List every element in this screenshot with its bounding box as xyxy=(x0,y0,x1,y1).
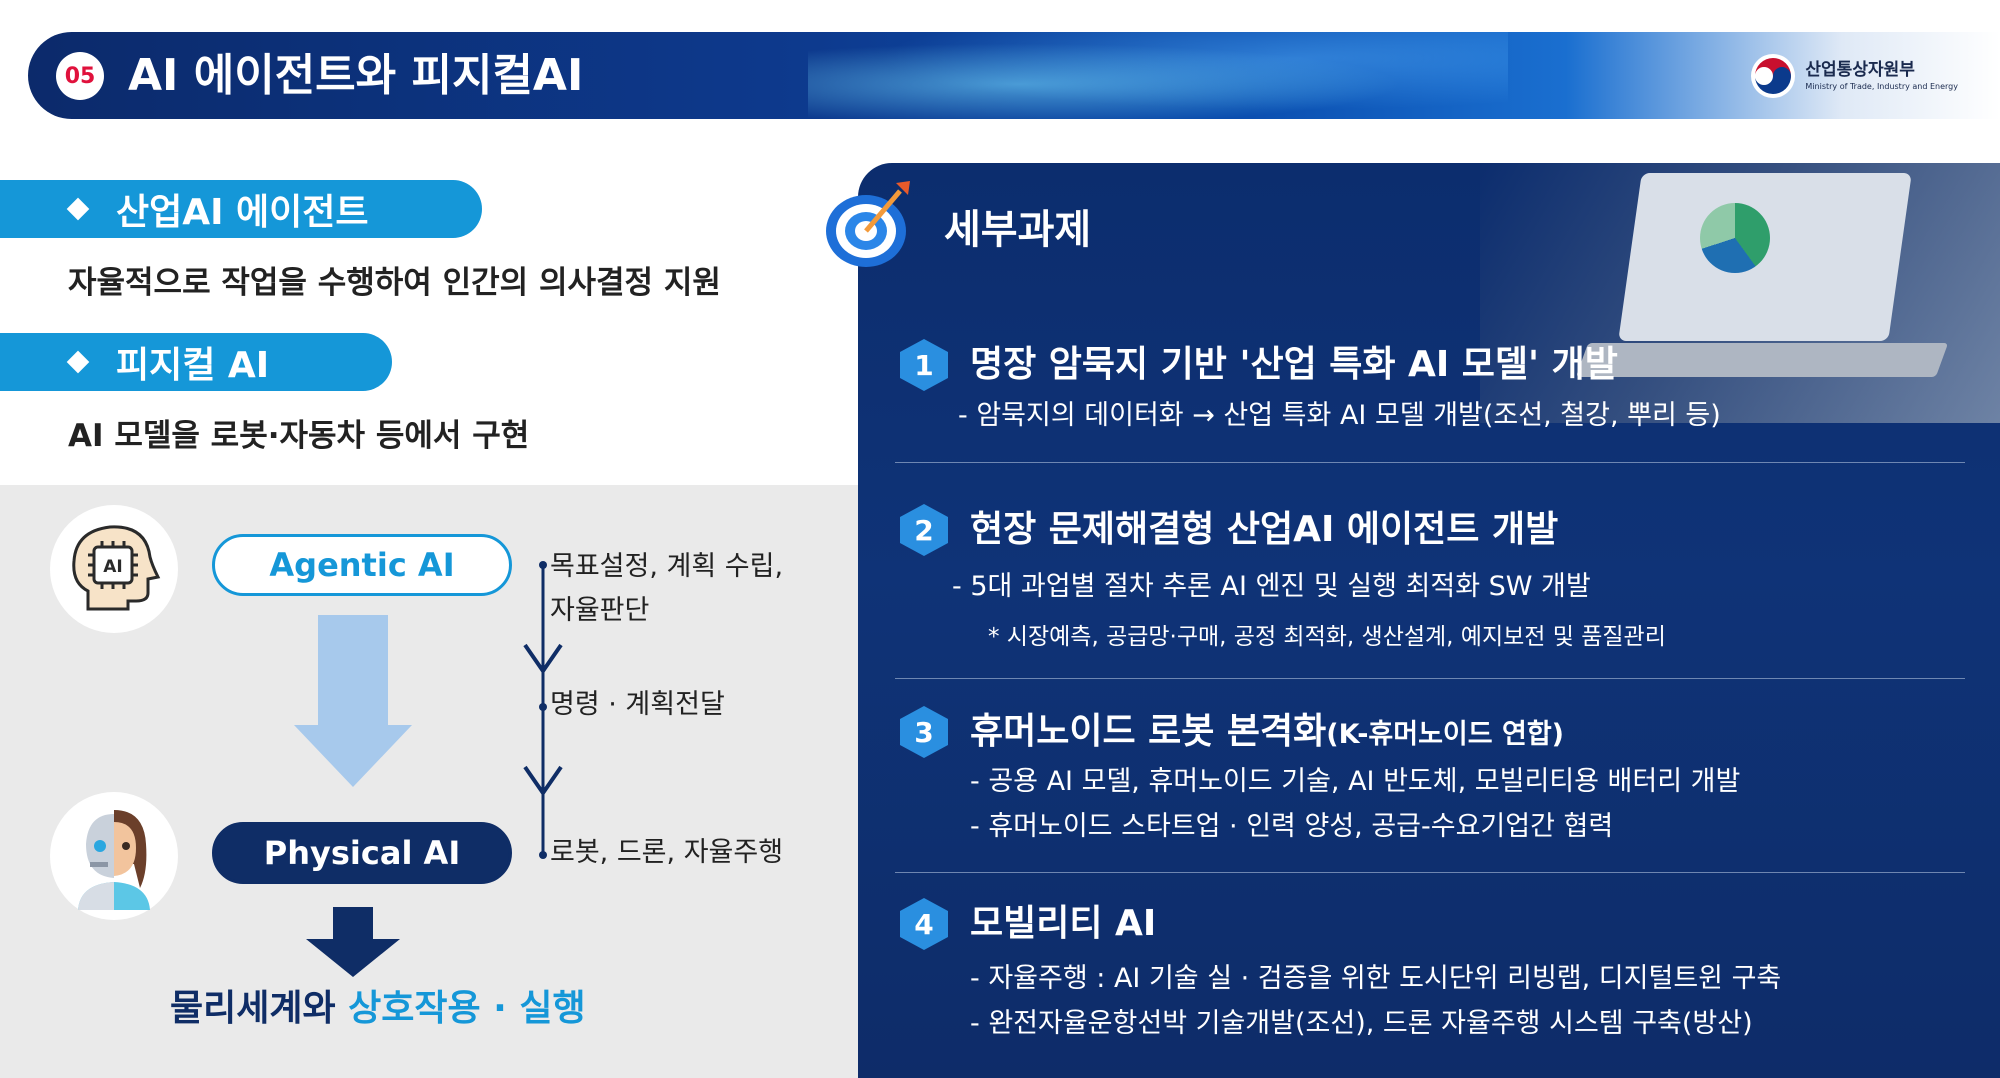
task-number-badge: 4 xyxy=(897,897,951,951)
step-label-command: 명령 · 계획전달 xyxy=(550,689,725,720)
laptop-screen xyxy=(1618,173,1912,341)
pie-chart-icon xyxy=(1700,203,1770,273)
robot-human-avatar xyxy=(50,792,178,920)
chevron-down-icon xyxy=(523,643,563,675)
step-label-autonomous: 자율판단 xyxy=(550,595,650,626)
task-detail-line: - 완전자율운항선박 기술개발(조선), 드론 자율주행 시스템 구축(방산) xyxy=(970,1008,1753,1039)
task-title: 모빌리티 AI xyxy=(970,903,1157,944)
section-number-badge: 05 xyxy=(56,52,104,100)
ministry-name-ko: 산업통상자원부 xyxy=(1805,60,1915,80)
ministry-name-en: Ministry of Trade, Industry and Energy xyxy=(1805,82,1958,91)
diamond-bullet-icon xyxy=(66,197,90,221)
section-label: 피지컬 AI xyxy=(116,345,270,386)
flow-dot xyxy=(539,851,547,859)
chip-label: AI xyxy=(103,557,122,577)
down-arrow-light-icon xyxy=(294,615,412,787)
task-divider xyxy=(895,678,1965,679)
header-banner: 05 AI 에이전트와 피지컬AI 산업통상자원부 Ministry of Tr… xyxy=(28,32,2000,119)
section-pill-industry-ai-agent: 산업AI 에이전트 xyxy=(0,180,482,238)
page-title: AI 에이전트와 피지컬AI xyxy=(128,50,584,101)
task-number-badge: 3 xyxy=(897,705,951,759)
flow-dot xyxy=(539,561,547,569)
agentic-ai-box: Agentic AI xyxy=(212,534,512,596)
section-pill-physical-ai: 피지컬 AI xyxy=(0,333,392,391)
laptop-keyboard xyxy=(1575,343,1949,377)
section-description: 자율적으로 작업을 수행하여 인간의 의사결정 지원 xyxy=(68,265,721,301)
task-number-badge: 1 xyxy=(897,338,951,392)
diamond-bullet-icon xyxy=(66,350,90,374)
step-label-robot: 로봇, 드론, 자율주행 xyxy=(550,837,784,868)
task-title: 명장 암묵지 기반 '산업 특화 AI 모델' 개발 xyxy=(970,344,1618,385)
task-detail-line: - 공용 AI 모델, 휴머노이드 기술, AI 반도체, 모빌리티용 배터리 … xyxy=(970,766,1741,797)
down-arrow-dark-icon xyxy=(306,907,400,977)
section-description: AI 모델을 로봇·자동차 등에서 구현 xyxy=(68,418,530,454)
task-divider xyxy=(895,462,1965,463)
panel-title: 세부과제 xyxy=(944,207,1092,253)
header-glow xyxy=(808,32,1508,119)
ai-head-icon: AI xyxy=(72,525,161,611)
task-number-badge: 2 xyxy=(897,503,951,557)
chevron-down-icon xyxy=(523,765,563,797)
task-title: 휴머노이드 로봇 본격화(K-휴머노이드 연합) xyxy=(970,711,1565,752)
step-label-goal: 목표설정, 계획 수립, xyxy=(550,551,784,582)
target-dart-icon xyxy=(826,181,910,267)
laptop-photo xyxy=(1480,163,2000,423)
detail-tasks-panel xyxy=(858,163,2000,1078)
flow-dot xyxy=(539,703,547,711)
task-divider xyxy=(895,872,1965,873)
physical-ai-box: Physical AI xyxy=(212,822,512,884)
task-detail-line: - 암묵지의 데이터화 → 산업 특화 AI 모델 개발(조선, 철강, 뿌리 … xyxy=(958,400,1721,431)
task-title: 현장 문제해결형 산업AI 에이전트 개발 xyxy=(970,509,1559,550)
agentic-physical-diagram: AI Agentic AI Physical AI 목표설정, 계획 수립, 자 xyxy=(0,485,858,1078)
task-detail-line: - 휴머노이드 스타트업 · 인력 양성, 공급-수요기업간 협력 xyxy=(970,811,1614,842)
result-text: 물리세계와 상호작용 · 실행 xyxy=(170,988,586,1029)
task-detail-line: - 자율주행 : AI 기술 실 · 검증을 위한 도시단위 리빙랩, 디지털트… xyxy=(970,963,1782,994)
task-note: * 시장예측, 공급망·구매, 공정 최적화, 생산설계, 예지보전 및 품질관… xyxy=(988,624,1666,650)
robot-human-icon xyxy=(78,810,150,910)
ministry-logo: 산업통상자원부 Ministry of Trade, Industry and … xyxy=(1749,52,1958,100)
section-label: 산업AI 에이전트 xyxy=(116,192,369,233)
task-detail-line: - 5대 과업별 절차 추론 AI 엔진 및 실행 최적화 SW 개발 xyxy=(952,571,1591,602)
flow-arrows xyxy=(294,561,563,977)
taegeuk-emblem-icon xyxy=(1751,54,1796,98)
ai-head-avatar: AI xyxy=(50,505,178,633)
